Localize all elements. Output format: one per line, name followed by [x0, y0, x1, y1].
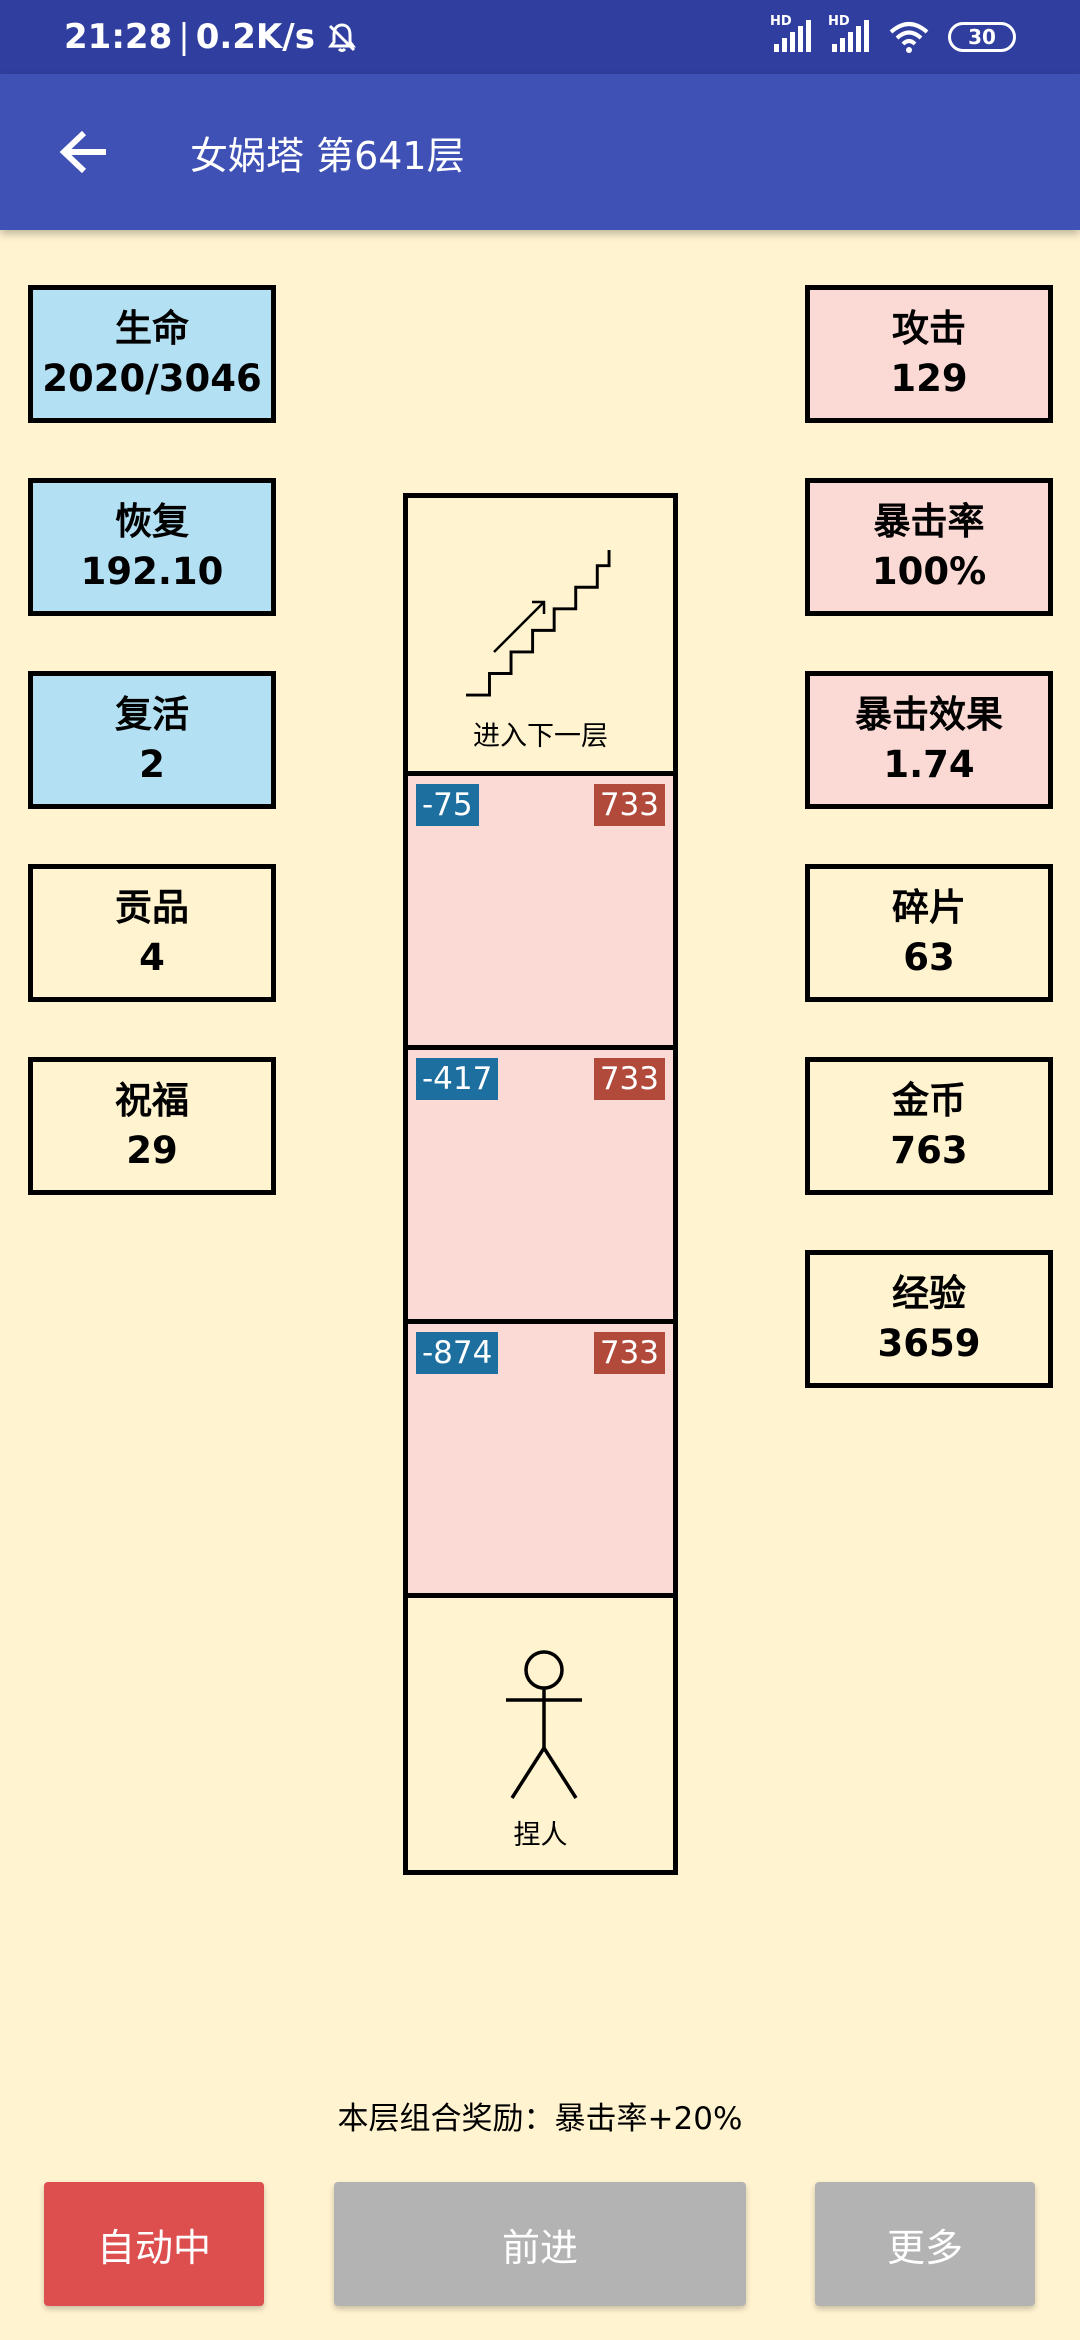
- arrow-left-icon: [58, 129, 110, 175]
- battery-icon: 30: [948, 22, 1016, 52]
- stat-attack: 攻击 129: [805, 285, 1053, 423]
- signal-hd-label: HD: [770, 14, 792, 29]
- status-bar: 21:28 | 0.2K/s HD HD: [0, 0, 1080, 74]
- attack-tag: 733: [593, 1332, 665, 1374]
- stat-label: 暴击率: [873, 500, 985, 544]
- stat-experience: 经验 3659: [805, 1250, 1053, 1388]
- damage-tag: -417: [416, 1058, 499, 1100]
- wifi-icon: [888, 20, 930, 54]
- stick-figure-icon: [504, 1648, 584, 1812]
- stairs-cell[interactable]: 进入下一层: [403, 493, 678, 776]
- enemy-cell[interactable]: -75 733: [403, 771, 678, 1050]
- player-label: 捏人: [513, 1820, 568, 1851]
- signal-bars-icon: HD: [828, 14, 870, 54]
- signal-hd-label: HD: [828, 14, 850, 29]
- bell-off-icon: [325, 20, 359, 54]
- auto-button[interactable]: 自动中: [44, 2182, 264, 2306]
- stat-value: 192.10: [80, 550, 224, 593]
- stat-value: 129: [890, 357, 968, 400]
- stat-label: 祝福: [115, 1079, 189, 1123]
- stat-crit-effect: 暴击效果 1.74: [805, 671, 1053, 809]
- stat-label: 复活: [115, 693, 189, 737]
- stat-label: 碎片: [892, 886, 966, 930]
- stat-recovery: 恢复 192.10: [28, 478, 276, 616]
- stat-value: 2: [139, 743, 165, 786]
- stat-value: 763: [890, 1129, 968, 1172]
- stat-label: 生命: [115, 307, 189, 351]
- damage-tag: -75: [416, 784, 479, 826]
- status-net-speed: 0.2K/s: [195, 17, 315, 57]
- stat-health: 生命 2020/3046: [28, 285, 276, 423]
- tower: 进入下一层 -75 733 -417 733 -874 733 捏人: [403, 493, 678, 1875]
- stat-label: 金币: [892, 1079, 966, 1123]
- status-left: 21:28 | 0.2K/s: [64, 17, 359, 57]
- stat-fragments: 碎片 63: [805, 864, 1053, 1002]
- stat-value: 29: [126, 1129, 178, 1172]
- stat-label: 贡品: [115, 886, 189, 930]
- signal-bars-icon: HD: [770, 14, 812, 54]
- back-button[interactable]: [40, 108, 128, 196]
- forward-button[interactable]: 前进: [334, 2182, 746, 2306]
- status-right: HD HD: [770, 14, 1016, 54]
- stat-crit-rate: 暴击率 100%: [805, 478, 1053, 616]
- stat-label: 经验: [892, 1272, 966, 1316]
- stat-label: 暴击效果: [855, 693, 1003, 737]
- enemy-cell[interactable]: -874 733: [403, 1319, 678, 1598]
- stat-value: 3659: [877, 1322, 981, 1365]
- status-time: 21:28: [64, 17, 173, 57]
- stairs-label: 进入下一层: [473, 721, 608, 752]
- stat-value: 63: [903, 936, 955, 979]
- stat-value: 4: [139, 936, 165, 979]
- stairs-icon: [465, 548, 616, 702]
- stat-label: 攻击: [892, 307, 966, 351]
- attack-tag: 733: [593, 784, 665, 826]
- enemy-cell[interactable]: -417 733: [403, 1045, 678, 1324]
- battery-level: 30: [968, 25, 996, 49]
- floor-bonus-text: 本层组合奖励：暴击率+20%: [337, 2101, 743, 2137]
- stat-value: 1.74: [883, 743, 975, 786]
- stat-tribute: 贡品 4: [28, 864, 276, 1002]
- stat-gold: 金币 763: [805, 1057, 1053, 1195]
- player-cell[interactable]: 捏人: [403, 1593, 678, 1875]
- attack-tag: 733: [593, 1058, 665, 1100]
- stat-blessing: 祝福 29: [28, 1057, 276, 1195]
- more-button[interactable]: 更多: [815, 2182, 1035, 2306]
- status-separator: |: [178, 17, 190, 57]
- stat-revive: 复活 2: [28, 671, 276, 809]
- stat-value: 2020/3046: [42, 357, 262, 400]
- page-title: 女娲塔 第641层: [190, 133, 465, 178]
- stat-value: 100%: [871, 550, 987, 593]
- damage-tag: -874: [416, 1332, 499, 1374]
- app-bar: 女娲塔 第641层: [0, 74, 1080, 230]
- stat-label: 恢复: [115, 500, 189, 544]
